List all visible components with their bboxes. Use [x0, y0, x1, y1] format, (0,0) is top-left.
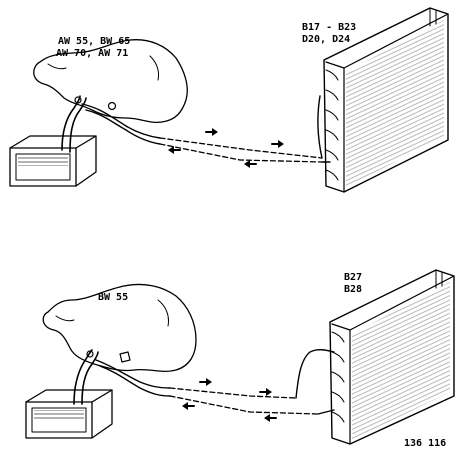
top-cooler-inlet [317, 95, 331, 163]
bottom-cooler-line-lower [169, 395, 319, 415]
bottom-cooler [329, 269, 455, 445]
top-transmission-label-1: AW 55, BW 65 [58, 36, 130, 47]
top-cooler-line-upper [159, 137, 323, 159]
bottom-fitting-2 [119, 351, 131, 363]
bottom-pipe-solid [95, 359, 171, 397]
bottom-flow-arrows [182, 378, 277, 422]
top-cooler [323, 7, 449, 193]
top-transmission-outline [33, 39, 188, 124]
top-cooler-line-lower [159, 143, 323, 163]
bottom-cooler-label-2: B28 [344, 284, 362, 295]
top-diagram: AW 55, BW 65 AW 70, AW 71 B17 - B23 D20,… [9, 7, 449, 193]
bottom-cooler-fins [352, 282, 450, 440]
bottom-oil-pan-hatch [34, 410, 84, 420]
bottom-transmission-label: BW 55 [98, 292, 128, 303]
top-cooler-label-2: D20, D24 [302, 34, 350, 45]
top-oil-pan [9, 135, 97, 187]
bottom-cooler-inlet [295, 349, 335, 415]
bottom-oil-pan [25, 389, 113, 439]
bottom-fitting-1 [86, 350, 94, 358]
top-fitting-1 [74, 96, 82, 104]
top-transmission-label-2: AW 70, AW 71 [56, 48, 128, 59]
top-cooler-label-1: B17 - B23 [302, 22, 356, 33]
top-pipe-riser [61, 95, 87, 153]
top-oil-pan-hatch [18, 156, 68, 166]
top-fitting-2 [107, 101, 117, 111]
bottom-cooler-label-1: B27 [344, 272, 362, 283]
top-pipe-solid [81, 103, 161, 145]
top-flow-arrows [168, 128, 284, 168]
top-transmission-detail [47, 55, 159, 81]
bottom-transmission-detail [55, 299, 169, 327]
bottom-cooler-line-upper [169, 387, 297, 399]
figure-number: 136 116 [404, 438, 446, 449]
bottom-pipe-riser [73, 349, 99, 405]
top-cooler-fins [346, 20, 444, 188]
bottom-diagram: BW 55 B27 B28 [25, 269, 455, 445]
bottom-transmission-outline [42, 283, 197, 373]
